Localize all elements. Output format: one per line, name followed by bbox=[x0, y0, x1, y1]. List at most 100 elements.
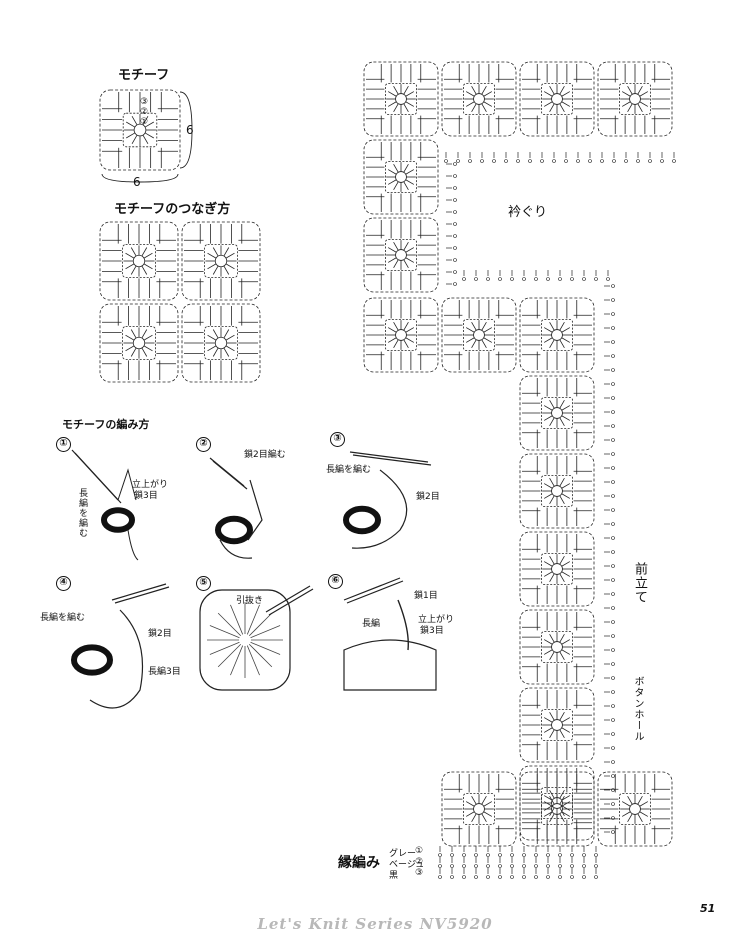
edging-chain bbox=[611, 284, 615, 288]
edging-chain bbox=[486, 864, 490, 868]
hook-line bbox=[346, 580, 404, 604]
petal-stitch bbox=[246, 645, 260, 676]
edging-chain bbox=[570, 277, 574, 281]
edging-chain bbox=[582, 875, 586, 879]
neckline-label: 衿ぐり bbox=[508, 205, 548, 220]
edging-chain bbox=[611, 410, 615, 414]
edging-chain bbox=[594, 277, 598, 281]
edging-chain bbox=[570, 853, 574, 857]
edging-chain bbox=[611, 788, 615, 792]
series-footer: Let's Knit Series NV5920 bbox=[257, 915, 493, 933]
edging-chain bbox=[611, 718, 615, 722]
petal-stitch bbox=[209, 625, 240, 639]
edging-chain bbox=[611, 564, 615, 568]
round-square bbox=[199, 589, 291, 691]
petal-stitch bbox=[230, 645, 244, 676]
motif-dimension-width: 6 bbox=[133, 175, 141, 189]
petal-stitch bbox=[246, 604, 260, 635]
edging-chain bbox=[611, 354, 615, 358]
edging-chain bbox=[546, 864, 550, 868]
edging-chain bbox=[611, 382, 615, 386]
edging-chain bbox=[546, 277, 550, 281]
edging-chain bbox=[552, 159, 556, 163]
edging-chain bbox=[611, 578, 615, 582]
step-6-note-ch3: 鎖3目 bbox=[420, 626, 444, 636]
edging-chain bbox=[474, 875, 478, 879]
motif-dimension-height: 6 bbox=[186, 123, 194, 137]
edging-chain bbox=[636, 159, 640, 163]
crochet-motif bbox=[181, 221, 261, 301]
petal-stitch bbox=[248, 612, 273, 637]
front-band-label: 前立て bbox=[632, 562, 647, 604]
edging-chain bbox=[648, 159, 652, 163]
howto-title: モチーフの編み方 bbox=[62, 418, 150, 431]
edging-chain bbox=[468, 159, 472, 163]
edging-chain bbox=[453, 246, 457, 250]
edging-chain bbox=[510, 875, 514, 879]
crochet-motif bbox=[519, 531, 595, 607]
edging-chain bbox=[611, 536, 615, 540]
crochet-motif bbox=[99, 89, 181, 171]
edging-chain bbox=[611, 438, 615, 442]
edging-color-3: 黒 bbox=[389, 871, 399, 881]
edging-chain bbox=[462, 864, 466, 868]
edging-chain bbox=[672, 159, 676, 163]
edging-chain bbox=[611, 480, 615, 484]
edging-chain bbox=[611, 760, 615, 764]
hook-line bbox=[352, 454, 432, 466]
edging-chain bbox=[510, 853, 514, 857]
edging-chain bbox=[558, 853, 562, 857]
partial-square bbox=[343, 639, 437, 691]
crochet-motif bbox=[519, 453, 595, 529]
edging-num-2: ② bbox=[415, 857, 424, 867]
edging-chain bbox=[611, 508, 615, 512]
step-3-number: ③ bbox=[330, 432, 345, 447]
buttonhole-label: ボタンホール bbox=[632, 676, 643, 742]
edging-chain bbox=[582, 277, 586, 281]
edging-chain bbox=[611, 662, 615, 666]
petal-stitch bbox=[250, 641, 281, 655]
edging-chain bbox=[611, 620, 615, 624]
edging-chain bbox=[660, 159, 664, 163]
edging-chain bbox=[624, 159, 628, 163]
edging-chain bbox=[611, 522, 615, 526]
hook-line bbox=[114, 586, 170, 604]
edging-chain bbox=[594, 875, 598, 879]
edging-chain bbox=[474, 277, 478, 281]
edging-chain bbox=[611, 312, 615, 316]
edging-chain bbox=[462, 277, 466, 281]
dimension-bracket-vertical bbox=[179, 91, 193, 169]
yarn-ring bbox=[215, 515, 253, 545]
edging-chain bbox=[558, 277, 562, 281]
petal-stitch bbox=[217, 643, 242, 668]
crochet-motif bbox=[363, 297, 439, 373]
crochet-motif bbox=[519, 609, 595, 685]
edging-chain bbox=[444, 159, 448, 163]
edging-chain bbox=[453, 270, 457, 274]
crochet-motif bbox=[519, 61, 595, 137]
petal-stitch bbox=[230, 604, 244, 635]
edging-chain bbox=[534, 853, 538, 857]
step-3-note-ch2: 鎖2目 bbox=[416, 492, 440, 502]
step-4-note-dc: 長編を編む bbox=[40, 613, 86, 623]
edging-chain bbox=[450, 853, 454, 857]
edging-chain bbox=[611, 368, 615, 372]
step-6-note-rise: 立上がり bbox=[418, 615, 455, 625]
step-2-number: ② bbox=[196, 437, 211, 452]
yarn-strand bbox=[351, 469, 408, 549]
edging-chain bbox=[453, 210, 457, 214]
step-1-note-dc: 長編を編む bbox=[77, 488, 87, 538]
edging-chain bbox=[611, 606, 615, 610]
edging-chain bbox=[611, 634, 615, 638]
edging-chain bbox=[522, 864, 526, 868]
step-1-number: ① bbox=[56, 437, 71, 452]
edging-chain bbox=[534, 864, 538, 868]
edging-chain bbox=[522, 277, 526, 281]
step-2-note: 鎖2目編む bbox=[244, 450, 286, 460]
motif-mark-3: ③ bbox=[140, 97, 149, 107]
crochet-motif bbox=[519, 687, 595, 763]
petal-stitch bbox=[209, 641, 240, 655]
edging-chain bbox=[486, 277, 490, 281]
crochet-motif bbox=[99, 303, 179, 383]
edging-chain bbox=[510, 864, 514, 868]
